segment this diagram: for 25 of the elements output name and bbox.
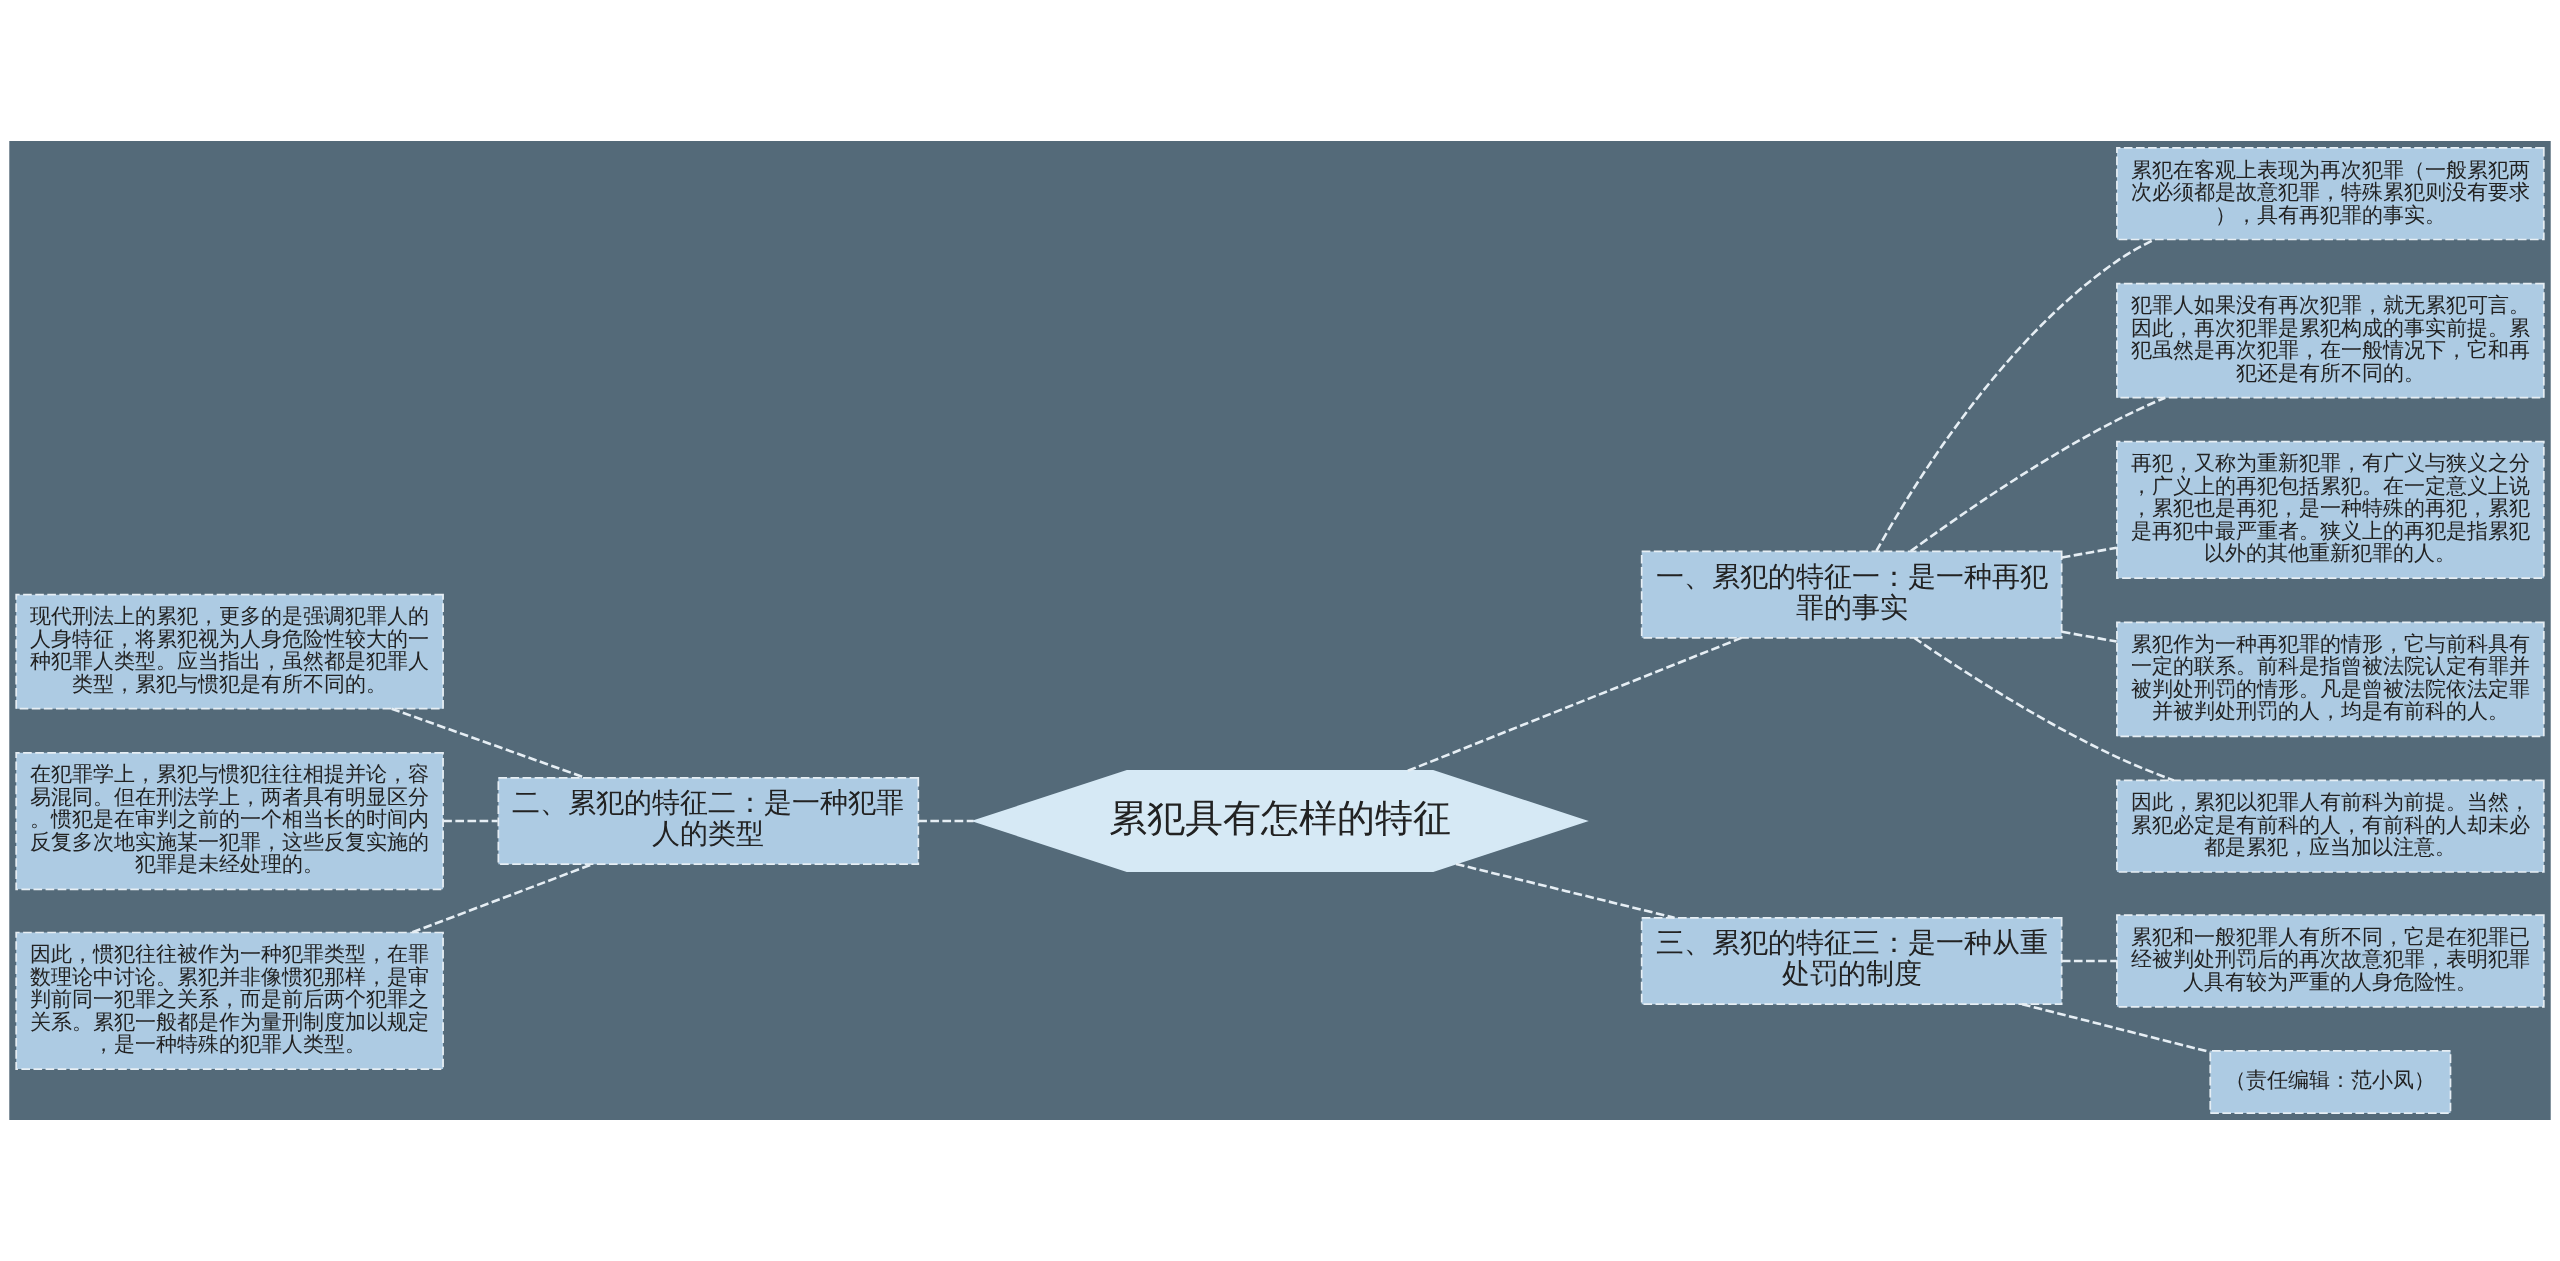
node-box: 在犯罪学上，累犯与惯犯往往相提并论，容易混同。但在刑法学上，两者具有明显区分。惯犯是在审判之前的一个相当长的时间内反复多次地实施某一犯罪，这些反复实施的犯罪是未经处理的。	[15, 751, 444, 891]
node-box: 因此，惯犯往往被作为一种犯罪类型，在罪数理论中讨论。累犯并非像惯犯那样，是审判前同一犯罪之关系，而是前后两个犯罪之关系。累犯一般都是作为量刑制度加以规定，是一种特殊的犯罪人类型。	[15, 931, 444, 1070]
connector	[2061, 546, 2117, 559]
connector	[391, 707, 586, 780]
node-box: 三、累犯的特征三：是一种从重处罚的制度	[1640, 916, 2063, 1006]
connector	[1407, 636, 1742, 772]
node-box: 因此，累犯以犯罪人有前科为前提。当然，累犯必定是有前科的人，有前科的人却未必都是累犯，应当加以注意。	[2116, 779, 2545, 873]
connector	[2061, 959, 2117, 963]
node-box: 累犯和一般犯罪人有所不同，它是在犯罪已经被判处刑罚后的再次故意犯罪，表明犯罪人具有较为严重的人身危险性。	[2116, 914, 2545, 1008]
connector	[1910, 396, 2166, 553]
connector	[1875, 238, 2155, 552]
node-box: 犯罪人如果没有再次犯罪，就无累犯可言。因此，再次犯罪是累犯构成的事实前提。累犯虽然是再次犯罪，在一般情况下，它和再犯还是有所不同的。	[2116, 282, 2545, 399]
node-box: 累犯在客观上表现为再次犯罪（一般累犯两次必须都是故意犯罪，特殊累犯则没有要求），具有再犯罪的事实。	[2116, 147, 2545, 241]
connector	[2061, 630, 2117, 643]
connector	[443, 819, 498, 823]
node-box: 二、累犯的特征二：是一种犯罪人的类型	[497, 776, 920, 866]
connector	[1455, 862, 1675, 920]
connector	[1913, 636, 2175, 782]
node-box: 现代刑法上的累犯，更多的是强调犯罪人的人身特征，将累犯视为人身危险性较大的一种犯罪人类型。应当指出，虽然都是犯罪人类型，累犯与惯犯是有所不同的。	[15, 593, 444, 710]
connector	[918, 819, 974, 823]
connector	[411, 863, 593, 934]
node-box: 一、累犯的特征一：是一种再犯罪的事实	[1640, 550, 2063, 639]
node-box: 累犯作为一种再犯罪的情形，它与前科具有一定的联系。前科是指曾被法院认定有罪并被判处刑罚的情形。凡是曾被法院依法定罪并被判处刑罚的人，均是有前科的人。	[2116, 621, 2545, 738]
node-box: 再犯，又称为重新犯罪，有广义与狭义之分，广义上的再犯包括累犯。在一定意义上说，累犯也是再犯，是一种特殊的再犯，累犯是再犯中最严重者。狭义上的再犯是指累犯以外的其他重新犯罪的人。	[2116, 440, 2545, 580]
node-box: （责任编辑：范小凤）	[2209, 1050, 2452, 1114]
